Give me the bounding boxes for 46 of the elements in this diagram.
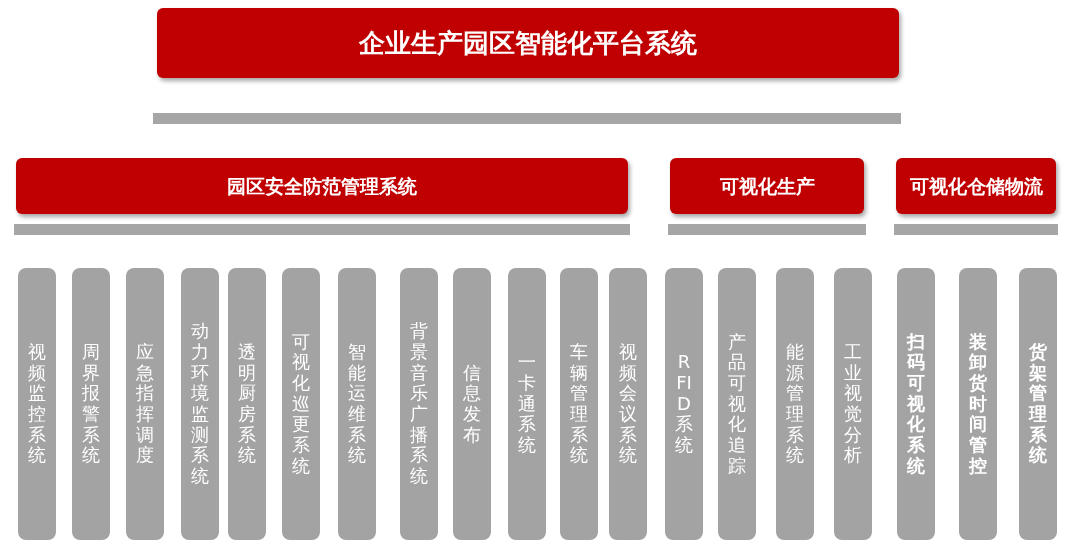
system-column	[508, 268, 546, 540]
system-column	[126, 268, 164, 540]
system-column	[665, 268, 703, 540]
column-label: 装卸货时间管控	[969, 331, 987, 477]
system-column	[560, 268, 598, 540]
column-label: 视频会议系统	[619, 341, 637, 467]
system-column	[834, 268, 872, 540]
category-banner	[16, 158, 628, 214]
system-column	[282, 268, 320, 540]
column-label: RFID系统	[675, 352, 693, 456]
column-label: 视频监控系统	[28, 341, 46, 467]
system-column	[338, 268, 376, 540]
column-label: 透明厨房系统	[238, 341, 256, 467]
system-column	[718, 268, 756, 540]
system-column	[897, 268, 935, 540]
column-label: 动力环境监测系统	[191, 321, 209, 487]
system-column	[776, 268, 814, 540]
column-label: 信息发布	[463, 362, 481, 446]
column-label: 能源管理系统	[786, 341, 804, 467]
category-banner	[670, 158, 864, 214]
banner-title: 可视化仓储物流	[909, 173, 1043, 199]
system-column	[959, 268, 997, 540]
banner-title: 可视化生产	[719, 173, 815, 199]
column-label: 背景音乐广播系统	[410, 321, 428, 487]
system-column	[18, 268, 56, 540]
column-label: 应急指挥调度	[136, 341, 154, 467]
column-label: 车辆管理系统	[570, 341, 588, 467]
category-banner	[896, 158, 1056, 214]
system-column	[1019, 268, 1057, 540]
banner-title: 园区安全防范管理系统	[227, 173, 417, 199]
system-column	[609, 268, 647, 540]
banner-title: 企业生产园区智能化平台系统	[359, 26, 697, 60]
system-column	[181, 268, 219, 540]
system-column	[228, 268, 266, 540]
system-column	[72, 268, 110, 540]
category-banner	[157, 8, 899, 78]
system-column	[453, 268, 491, 540]
column-label: 智能运维系统	[348, 341, 366, 467]
column-label: 产品可视化追踪	[728, 331, 746, 477]
system-column	[400, 268, 438, 540]
column-label: 周界报警系统	[82, 341, 100, 467]
column-label: 扫码可视化系统	[907, 331, 925, 477]
column-label: 货架管理系统	[1029, 341, 1047, 467]
column-label: 一卡通系统	[518, 352, 536, 456]
column-label: 工业视觉分析	[844, 341, 862, 467]
column-label: 可视化巡更系统	[292, 331, 310, 477]
